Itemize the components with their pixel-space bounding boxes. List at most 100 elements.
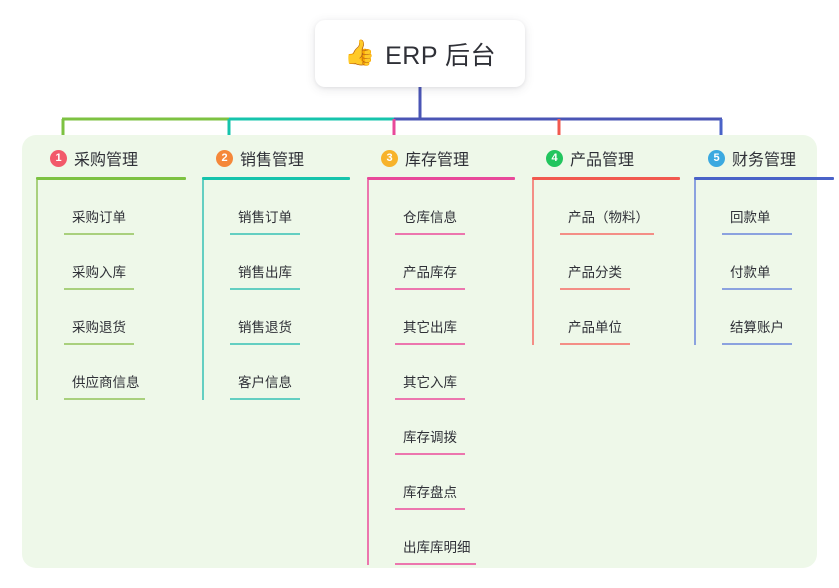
leaf-underline xyxy=(395,233,465,235)
leaf-underline xyxy=(64,398,145,400)
leaf-underline xyxy=(230,233,300,235)
leaf-underline xyxy=(395,508,465,510)
leaf-node[interactable]: 产品库存 xyxy=(395,235,515,290)
branch-header-4[interactable]: 4 产品管理 xyxy=(532,145,680,171)
leaf-node[interactable]: 供应商信息 xyxy=(64,345,186,400)
leaf-node[interactable]: 客户信息 xyxy=(230,345,350,400)
branch-items: 仓库信息产品库存其它出库其它入库库存调拨库存盘点出库库明细 xyxy=(367,180,515,565)
branch-underline xyxy=(532,177,680,180)
leaf-underline xyxy=(230,288,300,290)
leaf-underline xyxy=(722,288,792,290)
leaf-node[interactable]: 其它入库 xyxy=(395,345,515,400)
leaf-label: 库存调拨 xyxy=(403,430,457,445)
branch-underline xyxy=(367,177,515,180)
leaf-node[interactable]: 其它出库 xyxy=(395,290,515,345)
leaf-node[interactable]: 结算账户 xyxy=(722,290,834,345)
leaf-underline xyxy=(560,343,630,345)
branch-title: 采购管理 xyxy=(74,152,139,169)
leaf-underline xyxy=(395,343,465,345)
leaf-node[interactable]: 产品分类 xyxy=(560,235,680,290)
leaf-node[interactable]: 销售退货 xyxy=(230,290,350,345)
leaf-underline xyxy=(722,343,792,345)
leaf-node[interactable]: 库存调拨 xyxy=(395,400,515,455)
branch-panel xyxy=(22,135,817,568)
root-node[interactable]: 👍 ERP 后台 xyxy=(315,20,525,87)
branch-items: 采购订单采购入库采购退货供应商信息 xyxy=(36,180,186,400)
leaf-label: 产品（物料） xyxy=(568,210,649,225)
leaf-underline xyxy=(560,288,630,290)
leaf-node[interactable]: 采购退货 xyxy=(64,290,186,345)
branch-column-4: 4 产品管理产品（物料） 产品分类产品单位 xyxy=(532,145,680,345)
branch-number-badge: 1 xyxy=(50,149,67,167)
leaf-underline xyxy=(230,398,300,400)
branch-items: 销售订单销售出库销售退货客户信息 xyxy=(202,180,350,400)
branch-underline xyxy=(202,177,350,180)
leaf-underline xyxy=(395,453,465,455)
leaf-node[interactable]: 采购订单 xyxy=(64,180,186,235)
leaf-node[interactable]: 回款单 xyxy=(722,180,834,235)
branch-column-5: 5 财务管理回款单付款单结算账户 xyxy=(694,145,834,345)
leaf-underline xyxy=(64,343,134,345)
leaf-underline xyxy=(64,288,134,290)
leaf-label: 采购退货 xyxy=(72,320,126,335)
branch-spine xyxy=(532,180,534,345)
leaf-underline xyxy=(395,563,476,565)
leaf-label: 采购订单 xyxy=(72,210,126,225)
leaf-label: 出库库明细 xyxy=(403,540,471,555)
leaf-node[interactable]: 仓库信息 xyxy=(395,180,515,235)
branch-number-badge: 4 xyxy=(546,149,563,167)
leaf-label: 销售订单 xyxy=(238,210,292,225)
leaf-label: 销售出库 xyxy=(238,265,292,280)
branch-title: 销售管理 xyxy=(240,152,305,169)
leaf-label: 付款单 xyxy=(730,265,771,280)
leaf-underline xyxy=(560,233,654,235)
leaf-label: 产品库存 xyxy=(403,265,457,280)
branch-header-3[interactable]: 3 库存管理 xyxy=(367,145,515,171)
leaf-node[interactable]: 库存盘点 xyxy=(395,455,515,510)
leaf-node[interactable]: 产品（物料） xyxy=(560,180,680,235)
branch-spine xyxy=(202,180,204,400)
branch-title: 财务管理 xyxy=(732,152,797,169)
branch-spine xyxy=(367,180,369,565)
leaf-node[interactable]: 出库库明细 xyxy=(395,510,515,565)
leaf-label: 客户信息 xyxy=(238,375,292,390)
leaf-label: 其它入库 xyxy=(403,375,457,390)
leaf-node[interactable]: 付款单 xyxy=(722,235,834,290)
branch-underline xyxy=(36,177,186,180)
branch-spine xyxy=(694,180,696,345)
leaf-underline xyxy=(395,288,465,290)
branch-underline xyxy=(694,177,834,180)
branch-spine xyxy=(36,180,38,400)
branch-title: 产品管理 xyxy=(570,152,635,169)
leaf-label: 销售退货 xyxy=(238,320,292,335)
leaf-node[interactable]: 销售订单 xyxy=(230,180,350,235)
leaf-label: 采购入库 xyxy=(72,265,126,280)
leaf-label: 回款单 xyxy=(730,210,771,225)
leaf-underline xyxy=(395,398,465,400)
branch-number-badge: 3 xyxy=(381,149,398,167)
leaf-node[interactable]: 采购入库 xyxy=(64,235,186,290)
leaf-node[interactable]: 销售出库 xyxy=(230,235,350,290)
leaf-underline xyxy=(64,233,134,235)
branch-title: 库存管理 xyxy=(405,152,470,169)
thumbs-up-icon: 👍 xyxy=(343,39,376,67)
leaf-label: 结算账户 xyxy=(730,320,784,335)
branch-items: 回款单付款单结算账户 xyxy=(694,180,834,345)
root-title: ERP 后台 xyxy=(385,41,497,70)
leaf-underline xyxy=(230,343,300,345)
branch-column-1: 1 采购管理采购订单采购入库采购退货供应商信息 xyxy=(36,145,186,400)
leaf-label: 产品单位 xyxy=(568,320,622,335)
leaf-node[interactable]: 产品单位 xyxy=(560,290,680,345)
leaf-label: 其它出库 xyxy=(403,320,457,335)
leaf-label: 产品分类 xyxy=(568,265,622,280)
leaf-underline xyxy=(722,233,792,235)
branch-number-badge: 5 xyxy=(708,149,725,167)
branch-header-1[interactable]: 1 采购管理 xyxy=(36,145,186,171)
branch-column-3: 3 库存管理仓库信息产品库存其它出库其它入库库存调拨库存盘点出库库明细 xyxy=(367,145,515,565)
branch-items: 产品（物料） 产品分类产品单位 xyxy=(532,180,680,345)
leaf-label: 仓库信息 xyxy=(403,210,457,225)
branch-header-5[interactable]: 5 财务管理 xyxy=(694,145,834,171)
